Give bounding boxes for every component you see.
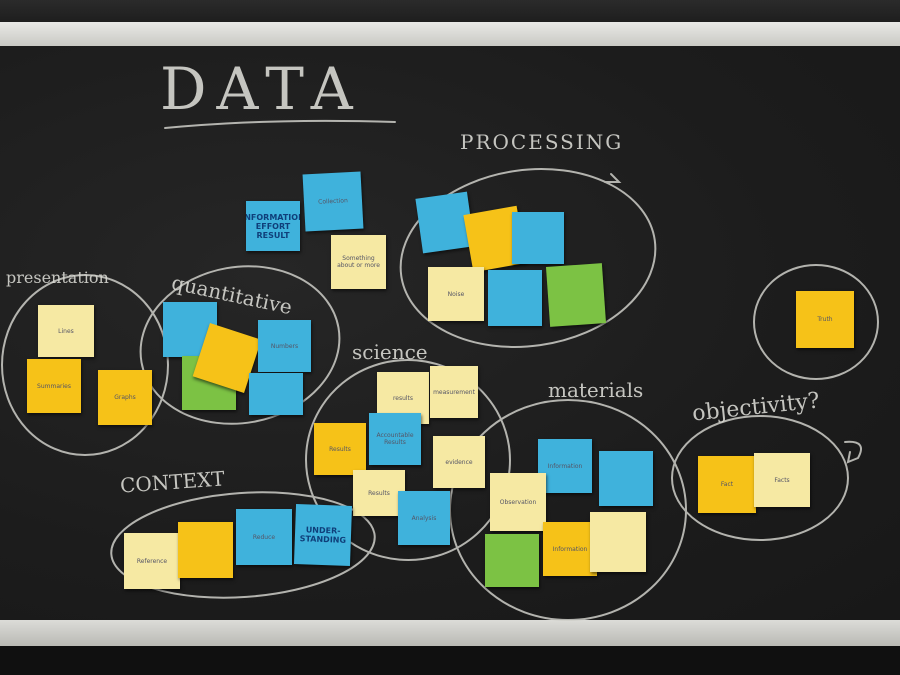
label-processing: PROCESSING bbox=[460, 130, 624, 154]
sticky-note bbox=[599, 451, 653, 506]
sticky-note bbox=[545, 263, 607, 327]
label-materials: materials bbox=[548, 378, 644, 402]
sticky-note: Collection bbox=[302, 171, 364, 232]
sticky-note: INFORMATION EFFORT RESULT bbox=[246, 201, 300, 251]
sticky-note: Information bbox=[538, 439, 592, 493]
sticky-note bbox=[249, 373, 303, 415]
sticky-note: Numbers bbox=[258, 320, 311, 372]
board-title: DATA bbox=[160, 55, 363, 123]
sticky-note: evidence bbox=[433, 436, 485, 488]
sticky-note bbox=[178, 522, 233, 578]
sticky-note: Truth bbox=[796, 291, 854, 348]
sticky-note: Fact bbox=[698, 456, 756, 513]
sticky-note: Reduce bbox=[236, 509, 292, 565]
sticky-note: Information bbox=[543, 522, 597, 576]
sticky-note: Something about or more bbox=[331, 235, 386, 289]
sticky-note: Analysis bbox=[398, 491, 450, 545]
board-frame-bottom bbox=[0, 646, 900, 675]
sticky-note: Reference bbox=[124, 533, 180, 589]
sticky-note bbox=[590, 512, 646, 572]
sticky-note: UNDER- STANDING bbox=[293, 504, 353, 566]
sticky-note: Results bbox=[314, 423, 366, 475]
sticky-note: Lines bbox=[38, 305, 94, 357]
chalk-tray bbox=[0, 620, 900, 646]
sticky-note: Accountable Results bbox=[369, 413, 421, 465]
sticky-note: Noise bbox=[428, 267, 484, 321]
sticky-note: Summaries bbox=[27, 359, 81, 413]
sticky-note bbox=[485, 534, 539, 587]
sticky-note: measurement bbox=[430, 366, 478, 418]
sticky-note: Observation bbox=[490, 473, 546, 531]
sticky-note bbox=[512, 212, 564, 264]
sticky-note bbox=[488, 270, 542, 326]
board-rail-top bbox=[0, 22, 900, 46]
label-science: science bbox=[352, 340, 428, 364]
board-frame-top bbox=[0, 0, 900, 22]
sticky-note: Facts bbox=[754, 453, 810, 507]
sticky-note: Graphs bbox=[98, 370, 152, 425]
sticky-note: Results bbox=[353, 470, 405, 516]
label-presentation: presentation bbox=[6, 268, 109, 287]
